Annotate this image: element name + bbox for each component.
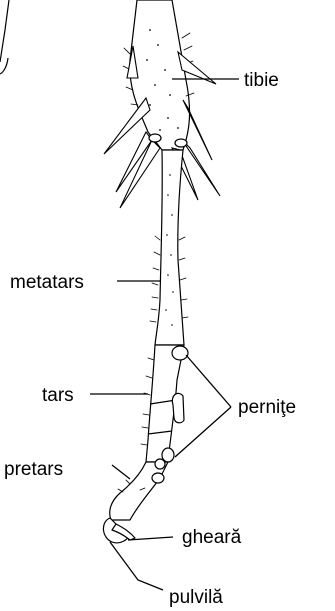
label-gheara: gheară — [182, 527, 242, 548]
label-tibie: tibie — [244, 70, 279, 91]
leader-pulvila — [110, 542, 163, 590]
leader-pernite-upper — [186, 355, 231, 407]
metatarsus — [150, 150, 188, 345]
pad-upper — [172, 346, 188, 360]
tarsus — [141, 345, 188, 462]
label-pernite: perniţe — [238, 397, 296, 418]
adjacent-figure-fragment — [0, 0, 9, 74]
label-pretars: pretars — [4, 459, 63, 480]
pretarsus — [110, 459, 168, 520]
label-tars: tars — [42, 385, 74, 406]
leader-pretars — [112, 465, 130, 479]
pad-middle — [172, 393, 184, 422]
label-pulvila: pulvilă — [169, 587, 223, 608]
claw — [103, 518, 135, 543]
label-metatars: metatars — [10, 272, 84, 293]
